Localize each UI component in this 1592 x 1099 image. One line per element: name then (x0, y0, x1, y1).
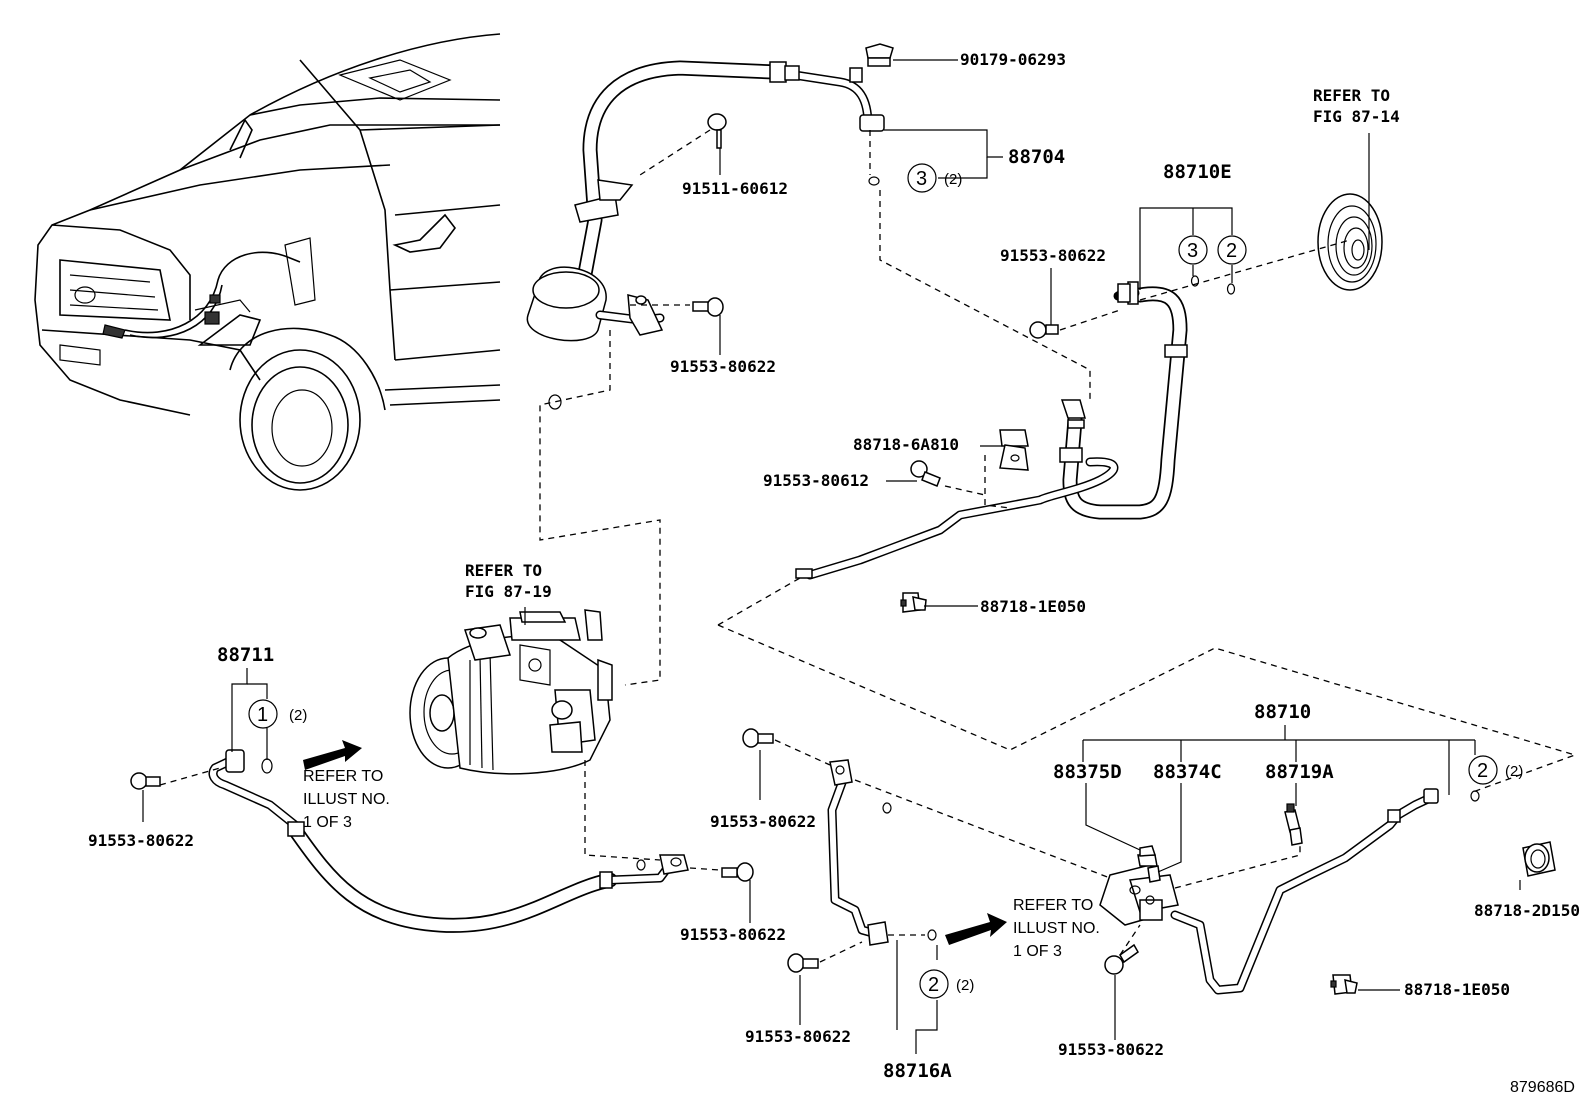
circle-num-88710e-b: 2 (1226, 240, 1237, 262)
bolt-91511 (707, 113, 727, 149)
grommet-fig-87-14 (1317, 193, 1383, 291)
refer-fig-87-19-line1: REFER TO (465, 561, 542, 580)
refer-illust-right-line1: REFER TO (1013, 897, 1093, 914)
label-88716a: 88716A (883, 1060, 952, 1082)
label-90179-06293: 90179-06293 (960, 50, 1066, 69)
label-88719a: 88719A (1265, 761, 1334, 783)
label-91553-80622-bot-right: 91553-80622 (1058, 1040, 1164, 1059)
refer-fig-87-14-line2: FIG 87-14 (1313, 107, 1400, 126)
label-91553-80622-mid: 91553-80622 (1000, 246, 1106, 265)
bolt-91553-80612 (910, 460, 941, 487)
tube-88710 (1099, 788, 1439, 995)
refer-illust-left-line3: 1 OF 3 (303, 814, 352, 831)
label-91511-60612: 91511-60612 (682, 179, 788, 198)
bolt-91553-left (130, 772, 161, 790)
label-88710: 88710 (1254, 701, 1311, 723)
circled-ref-markers (248, 163, 1498, 999)
refer-illust-left-line2: ILLUST NO. (303, 791, 390, 808)
tube-88710e (795, 281, 1188, 580)
clip-88718-2d150 (1522, 841, 1556, 877)
circle-num-88710: 2 (1477, 760, 1488, 782)
refer-fig-87-19-line2: FIG 87-19 (465, 582, 552, 601)
label-88718-1e050-mid: 88718-1E050 (980, 597, 1086, 616)
refer-illust-left-line1: REFER TO (303, 768, 383, 785)
refer-fig-87-14-line1: REFER TO (1313, 86, 1390, 105)
bolt-91553-bot-right (1104, 943, 1139, 975)
cap-88375d (1137, 845, 1158, 867)
circle-num-88716a: 2 (928, 974, 939, 996)
leader-lines (142, 59, 1521, 1054)
label-91553-80622-comp: 91553-80622 (680, 925, 786, 944)
label-91553-80622-left: 91553-80622 (88, 831, 194, 850)
bolt-91553-88716-bot (787, 953, 819, 973)
label-91553-80612: 91553-80612 (763, 471, 869, 490)
label-88374c: 88374C (1153, 761, 1222, 783)
hose-88711 (208, 749, 689, 933)
diagram-id: 879686D (1510, 1079, 1575, 1096)
vehicle-illustration (34, 33, 501, 491)
label-88375d: 88375D (1053, 761, 1122, 783)
bolt-91553-88716-top (742, 728, 774, 748)
label-88710e: 88710E (1163, 161, 1232, 183)
cap-88374c (1147, 865, 1161, 883)
compressor (409, 609, 613, 775)
circle-qty-88711: (2) (289, 707, 307, 724)
clamp-88718-6a810 (999, 429, 1029, 471)
circle-num-88711: 1 (257, 704, 268, 726)
label-91553-80622-88716-top: 91553-80622 (710, 812, 816, 831)
circle-num-88704: 3 (916, 168, 927, 190)
label-88718-2d150: 88718-2D150 (1474, 901, 1580, 920)
label-91553-80622-top: 91553-80622 (670, 357, 776, 376)
label-91553-80622-88716-bot: 91553-80622 (745, 1027, 851, 1046)
sensor-88719a (1284, 803, 1303, 846)
bolt-91553-comp (721, 862, 754, 882)
cap-90179 (865, 43, 894, 67)
arrow-illust-left (303, 740, 362, 770)
circle-qty-88710: (2) (1505, 763, 1523, 780)
label-88718-1e050-right: 88718-1E050 (1404, 980, 1510, 999)
tube-88716a (827, 759, 889, 946)
clamp-88718-1e050-mid (900, 592, 927, 613)
clamp-88718-1e050-right (1330, 974, 1358, 995)
hose-88704 (526, 60, 885, 342)
circle-num-88710e-a: 3 (1187, 240, 1198, 262)
label-88711: 88711 (217, 644, 274, 666)
refer-illust-right-line3: 1 OF 3 (1013, 943, 1062, 960)
label-88718-6a810: 88718-6A810 (853, 435, 959, 454)
circle-qty-88704: (2) (944, 171, 962, 188)
circle-qty-88716a: (2) (956, 977, 974, 994)
dashed-connections (159, 129, 1578, 963)
arrow-illust-right (945, 913, 1007, 945)
bolt-91553-mid (1029, 321, 1059, 339)
bolt-91553-top (692, 297, 724, 317)
refer-illust-right-line2: ILLUST NO. (1013, 920, 1100, 937)
label-88704: 88704 (1008, 146, 1065, 168)
